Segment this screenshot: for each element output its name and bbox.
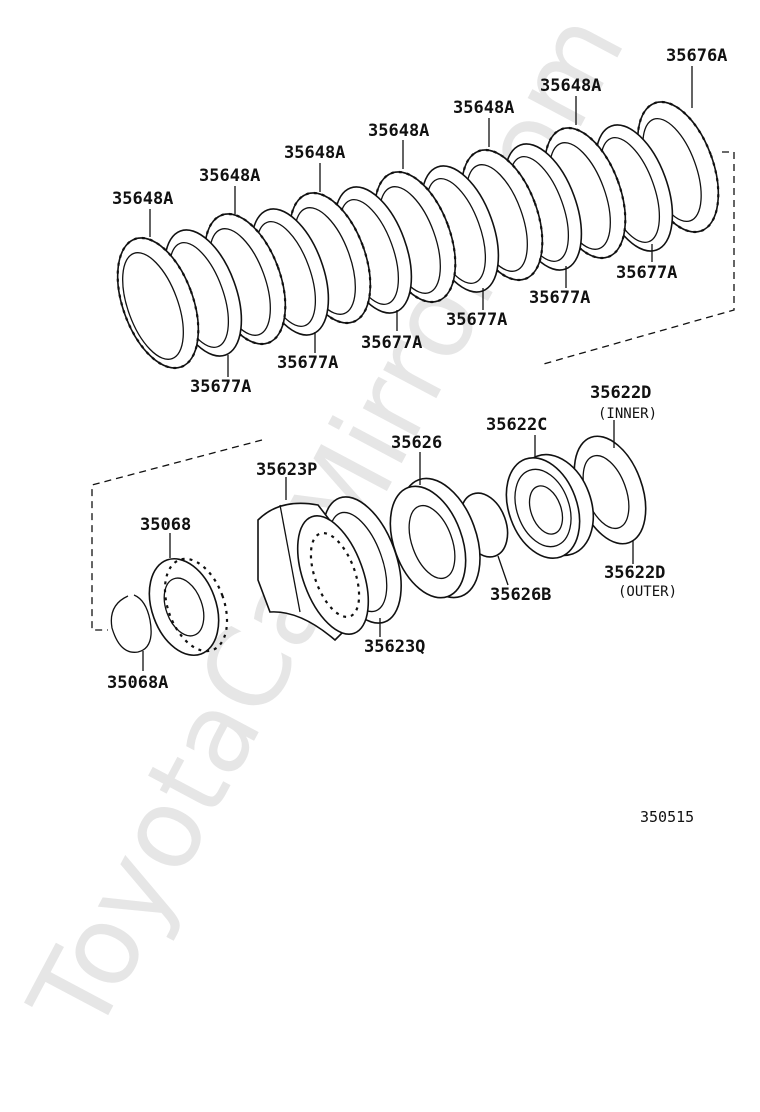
label-35623P: 35623P (256, 460, 317, 480)
group-boundary-dashed-lower (91, 439, 263, 631)
label-35648A-2: 35648A (199, 166, 260, 186)
label-35626: 35626 (391, 433, 442, 453)
label-35623Q: 35623Q (364, 637, 425, 657)
label-35648A-3: 35648A (284, 143, 345, 163)
label-35622D-inner: 35622D (590, 383, 651, 403)
group-boundary-dashed (539, 151, 735, 366)
clutch-35068-rollers (163, 557, 229, 653)
plate-teeth (373, 170, 457, 304)
label-35677A-5: 35677A (529, 288, 590, 308)
plate-teeth (460, 148, 544, 282)
bearing-35622C (505, 456, 581, 560)
note-outer: (OUTER) (618, 584, 677, 600)
bearing-35622C-bore (528, 485, 564, 535)
label-35677A-2: 35677A (277, 353, 338, 373)
plate-teeth (116, 236, 200, 370)
label-35677A-1: 35677A (190, 377, 251, 397)
clutch-35068-bore (163, 577, 205, 637)
plate-teeth (203, 212, 287, 346)
plate-inner (122, 252, 184, 360)
label-35068A: 35068A (107, 673, 168, 693)
end-plate-teeth (636, 100, 720, 234)
leader-lines-upper (149, 66, 693, 377)
plate-teeth (543, 126, 627, 260)
clutch-pack (116, 100, 720, 370)
label-35648A-4: 35648A (368, 121, 429, 141)
label-35622D-outer: 35622D (604, 563, 665, 583)
leader-lines-lower (142, 420, 634, 671)
label-35622C: 35622C (486, 415, 547, 435)
drum-35623P-face (296, 515, 370, 635)
drum-35623P-spline (309, 531, 361, 619)
snap-ring-35068A (110, 594, 152, 653)
lower-assembly (110, 435, 647, 657)
note-inner: (INNER) (598, 406, 657, 422)
label-35068: 35068 (140, 515, 191, 535)
bearing-35622C-race (514, 468, 572, 548)
label-35648A-1: 35648A (112, 189, 173, 209)
plate-teeth (288, 191, 372, 325)
label-35676A: 35676A (666, 46, 727, 66)
label-35677A-3: 35677A (361, 333, 422, 353)
label-35677A-4: 35677A (446, 310, 507, 330)
label-35648A-5: 35648A (453, 98, 514, 118)
clutch-35068 (148, 557, 220, 657)
hub-35626-bore (408, 504, 456, 580)
label-35677A-6: 35677A (616, 263, 677, 283)
label-35648A-6: 35648A (540, 76, 601, 96)
label-35626B: 35626B (490, 585, 551, 605)
drum-edge (279, 504, 301, 613)
diagram-reference: 350515 (640, 808, 694, 826)
